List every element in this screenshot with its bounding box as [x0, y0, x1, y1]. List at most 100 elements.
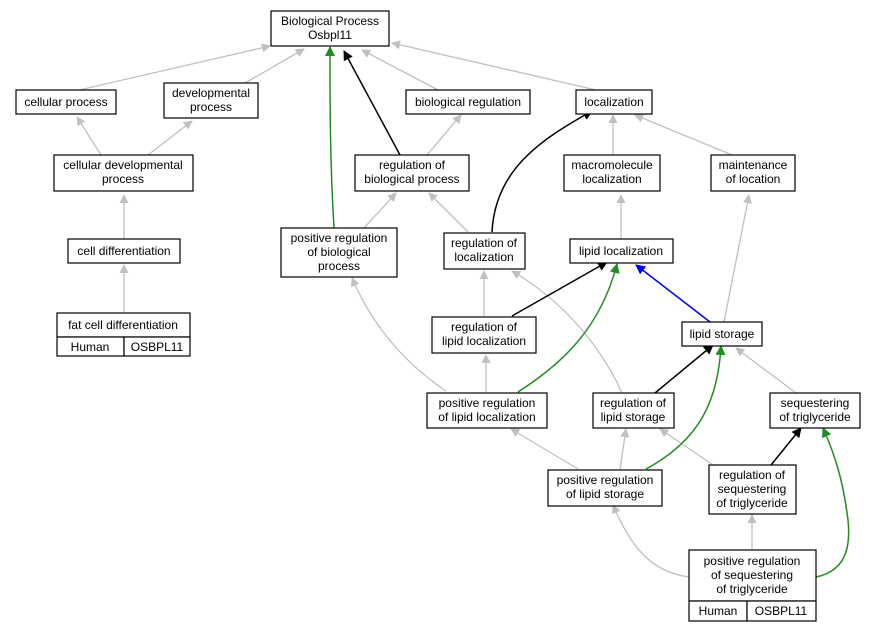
edge-prbp-to-bp-green: [325, 46, 336, 229]
node-label-line: lipid localization: [442, 334, 526, 348]
node-label-line: Osbpl11: [308, 28, 352, 42]
node-label-line: process: [318, 259, 360, 273]
node-positive-regulation-of-lipid-localization[interactable]: positive regulation of lipid localizatio…: [426, 392, 548, 429]
node-label-line: positive regulation: [439, 396, 536, 410]
node-label-line: developmental: [172, 86, 250, 100]
node-label-line: sequestering: [781, 396, 850, 410]
node-label-line: lipid storage: [601, 410, 666, 424]
edge-rll-to-lipid-localization-black: [511, 261, 608, 317]
edge-lipid-storage-to-lipid-localization-blue: [635, 264, 711, 323]
node-label-line: of location: [726, 172, 781, 186]
edge-rsot-to-sequestering-black: [770, 427, 802, 466]
annotation-gene[interactable]: OSBPL11: [131, 340, 184, 354]
node-label-line: cellular process: [24, 95, 107, 109]
node-maintenance-of-location[interactable]: maintenance of location: [710, 154, 796, 192]
nodes-layer: Biological Process Osbpl11 cellular proc…: [15, 10, 861, 622]
node-label-line: regulation of: [600, 396, 667, 410]
node-label-line: positive regulation: [557, 473, 654, 487]
node-label-line: regulation of: [379, 158, 446, 172]
node-label-line: macromolecule: [571, 158, 653, 172]
annotation-gene[interactable]: OSBPL11: [755, 604, 808, 618]
node-cellular-process[interactable]: cellular process: [15, 89, 117, 115]
annotation-species: Human: [699, 604, 738, 618]
node-positive-regulation-of-lipid-storage[interactable]: positive regulation of lipid storage: [547, 469, 663, 507]
edge-prls-to-lipid-storage-green: [645, 345, 726, 470]
edges-layer: [74, 40, 850, 578]
annotation-row: Human OSBPL11: [688, 600, 817, 622]
node-label-line: lipid storage: [690, 327, 755, 341]
edge-sequestering-to-lipid-storage: [735, 347, 797, 394]
node-regulation-of-localization[interactable]: regulation of localization: [443, 232, 526, 270]
node-label-line: of triglyceride: [716, 582, 788, 596]
node-lipid-storage[interactable]: lipid storage: [681, 321, 763, 347]
node-label-line: maintenance: [719, 158, 788, 172]
node-fat-cell-differentiation[interactable]: fat cell differentiation Human OSBPL11: [56, 312, 191, 357]
edge-prsot-to-prls: [612, 504, 690, 578]
node-label-line: cell differentiation: [77, 244, 170, 258]
node-positive-regulation-of-biological-process[interactable]: positive regulation of biological proces…: [280, 227, 398, 278]
edge-biological-regulation-to-bp: [361, 49, 441, 92]
node-lipid-localization[interactable]: lipid localization: [569, 238, 674, 264]
edge-rsot-to-rls: [659, 428, 714, 466]
edge-cdp-to-cellular-process: [76, 116, 102, 156]
node-label-line: biological regulation: [415, 95, 521, 109]
node-positive-regulation-of-sequestering-of-triglyceride[interactable]: positive regulation of sequestering of t…: [688, 549, 817, 622]
annotation-row: Human OSBPL11: [56, 336, 191, 357]
node-label-line: of lipid storage: [566, 487, 644, 501]
node-label-line: regulation of: [451, 236, 518, 250]
node-label-line: regulation of: [719, 468, 786, 482]
node-regulation-of-lipid-storage[interactable]: regulation of lipid storage: [592, 392, 675, 429]
node-biological-regulation[interactable]: biological regulation: [405, 89, 531, 115]
annotation-species: Human: [71, 340, 110, 354]
node-regulation-of-sequestering-of-triglyceride[interactable]: regulation of sequestering of triglyceri…: [708, 464, 797, 515]
node-label-line: of triglyceride: [779, 410, 851, 424]
edge-prls-to-prll: [510, 428, 579, 470]
node-label-line: of lipid localization: [438, 410, 535, 424]
edge-prls-to-rls: [619, 428, 630, 470]
edge-cellular-process-to-bp: [74, 43, 271, 92]
node-label-line: lipid localization: [579, 244, 663, 258]
edge-rol-to-localization-black: [491, 110, 593, 233]
node-regulation-of-lipid-localization[interactable]: regulation of lipid localization: [431, 316, 537, 354]
node-label-line: sequestering: [718, 482, 787, 496]
node-label-line: cellular developmental: [63, 158, 182, 172]
edge-rbp-to-bp-black: [343, 50, 401, 156]
edge-maintenance-to-localization: [634, 113, 733, 156]
node-localization[interactable]: localization: [575, 89, 653, 115]
node-biological-process-root[interactable]: Biological Process Osbpl11: [270, 10, 390, 47]
edge-prll-to-lipid-localization-green: [517, 263, 620, 393]
node-label-line: positive regulation: [291, 231, 388, 245]
node-label-line: of triglyceride: [716, 496, 788, 510]
edge-rls-to-rol: [511, 270, 623, 394]
node-developmental-process[interactable]: developmental process: [163, 82, 259, 119]
edge-localization-to-bp: [391, 40, 597, 91]
node-label-line: of sequestering: [711, 568, 793, 582]
node-regulation-of-biological-process[interactable]: regulation of biological process: [354, 154, 470, 192]
node-label-line: localization: [584, 95, 643, 109]
edge-lipid-storage-to-maintenance: [723, 194, 752, 323]
edge-prbp-to-rbp: [363, 192, 397, 229]
node-cellular-developmental-process[interactable]: cellular developmental process: [53, 154, 194, 192]
node-label-line: biological process: [364, 172, 459, 186]
edge-rol-to-rbp: [428, 192, 469, 233]
edge-rbp-to-biological-regulation: [426, 114, 462, 156]
annotation-gene-cell: [746, 600, 817, 622]
node-label-line: Biological Process: [281, 14, 379, 28]
node-label-line: localization: [582, 172, 641, 186]
node-label-line: process: [190, 100, 232, 114]
node-label-line: regulation of: [451, 320, 518, 334]
edge-prsot-to-sequestering-green: [815, 427, 850, 578]
node-macromolecule-localization[interactable]: macromolecule localization: [563, 154, 661, 192]
node-label-line: fat cell differentiation: [68, 318, 178, 332]
node-sequestering-of-triglyceride[interactable]: sequestering of triglyceride: [769, 392, 861, 429]
node-label-line: localization: [454, 250, 513, 264]
edge-developmental-process-to-bp: [244, 48, 305, 84]
node-label-line: of biological: [307, 245, 370, 259]
node-cell-differentiation[interactable]: cell differentiation: [67, 238, 181, 264]
edge-rls-to-lipid-storage-black: [654, 344, 714, 394]
edge-cdp-to-developmental-process: [147, 120, 193, 156]
node-label-line: process: [102, 172, 144, 186]
annotation-gene-cell: [123, 336, 191, 357]
node-label-line: positive regulation: [704, 554, 801, 568]
